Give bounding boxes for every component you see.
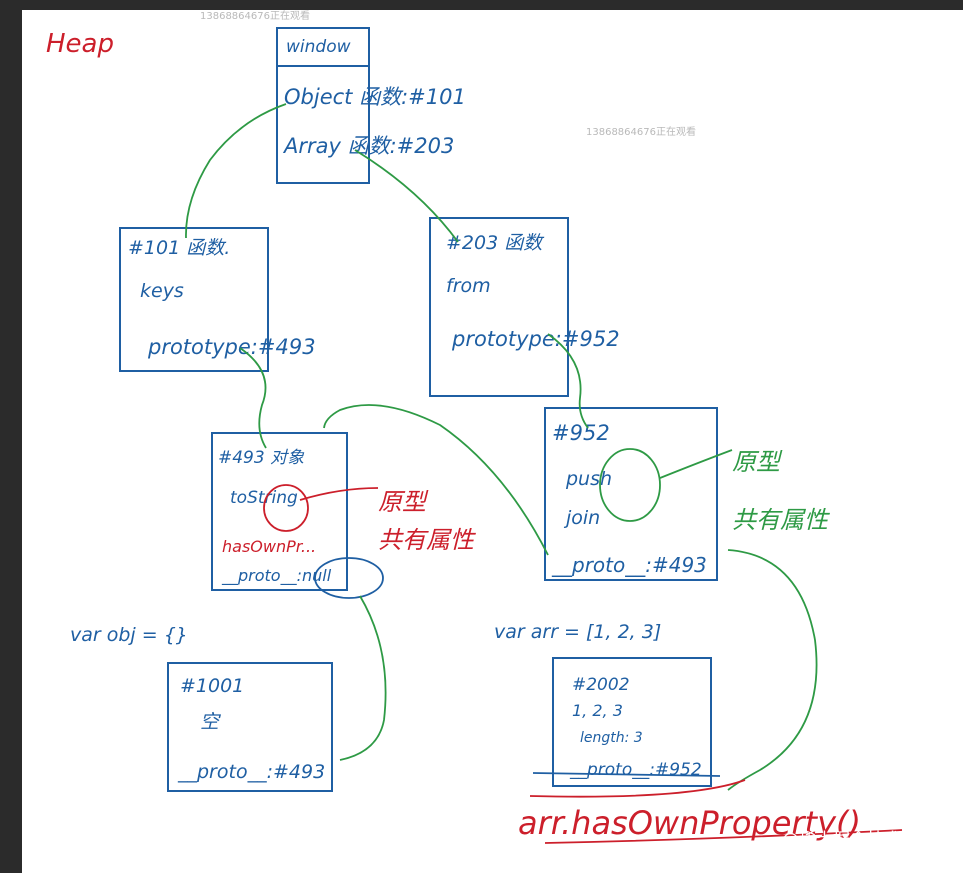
declaration-arr: var arr = [1, 2, 3] <box>494 621 661 643</box>
method-call-text: arr.hasOwnProperty() <box>518 804 861 842</box>
link-101-prototype-to-493 <box>239 347 267 449</box>
function-101-box: #101 函数. keys prototype:#493 <box>119 227 316 372</box>
window-row-object: Object 函数:#101 <box>284 85 466 109</box>
box952-row-header: #952 <box>552 421 610 445</box>
box101-row-prototype: prototype:#493 <box>147 335 316 359</box>
watermark-mid: 13868864676正在观看 <box>586 125 696 138</box>
box952-row-proto: __proto__:#493 <box>551 553 707 577</box>
box1001-row-proto: __proto__:#493 <box>177 761 325 783</box>
window-title: window <box>286 37 351 57</box>
box2002-row-header: #2002 <box>572 675 630 695</box>
box203-row-prototype: prototype:#952 <box>451 327 620 351</box>
box493-row-proto: __proto__:null <box>221 566 332 586</box>
link-203-prototype-to-952 <box>547 333 589 429</box>
red-note-shared-props: 共有属性 <box>378 526 476 554</box>
call-overline <box>529 779 746 798</box>
box2002-row-items: 1, 2, 3 <box>572 701 623 720</box>
link-object-to-101 <box>185 103 287 239</box>
paper <box>22 10 963 873</box>
box203-row-from: from <box>446 275 491 297</box>
object-1001-box: #1001 空 __proto__:#493 <box>167 662 333 792</box>
box493-row-hasownproperty: hasOwnPr... <box>222 537 316 556</box>
green-callout-line <box>659 449 733 479</box>
declaration-obj: var obj = {} <box>70 624 188 646</box>
box2002-row-proto: __proto__:#952 <box>569 760 702 780</box>
2002-proto-underline <box>532 772 721 777</box>
red-circle-highlight <box>263 484 309 532</box>
link-2002-proto-to-952 <box>727 549 818 791</box>
box493-row-header: #493 对象 <box>218 448 305 468</box>
link-1001-proto-to-493 <box>339 595 387 761</box>
green-circle-highlight <box>599 448 661 522</box>
object-493-box: #493 对象 toString hasOwnPr... __proto__:n… <box>211 432 348 591</box>
link-952-proto-to-493 <box>323 404 549 556</box>
box952-row-push: push <box>565 468 612 490</box>
box203-row-header: #203 函数 <box>446 232 545 254</box>
box101-row-keys: keys <box>140 280 184 302</box>
watermark-top: 13868864676正在观看 <box>200 9 310 22</box>
call-underline <box>544 829 903 844</box>
brand-watermark: @稀土掘金技术社区 <box>782 830 935 850</box>
window-object-box: window Object 函数:#101 Array 函数:#203 <box>276 27 466 184</box>
link-array-to-203 <box>354 149 459 243</box>
heap-label: Heap <box>46 29 114 59</box>
red-note-prototype: 原型 <box>378 488 429 516</box>
green-note-prototype: 原型 <box>732 448 783 476</box>
function-203-box: #203 函数 from prototype:#952 <box>429 217 620 397</box>
box1001-row-header: #1001 <box>180 675 244 697</box>
box101-row-header: #101 函数. <box>128 237 230 259</box>
box952-row-join: join <box>563 507 600 529</box>
box2002-row-length: length: 3 <box>580 730 643 746</box>
green-note-shared-props: 共有属性 <box>732 506 830 534</box>
window-row-array: Array 函数:#203 <box>282 134 454 158</box>
box493-row-tostring: toString <box>230 488 298 508</box>
null-circle-highlight <box>314 557 384 599</box>
red-callout-line <box>299 487 379 501</box>
box1001-row-empty: 空 <box>200 711 222 733</box>
